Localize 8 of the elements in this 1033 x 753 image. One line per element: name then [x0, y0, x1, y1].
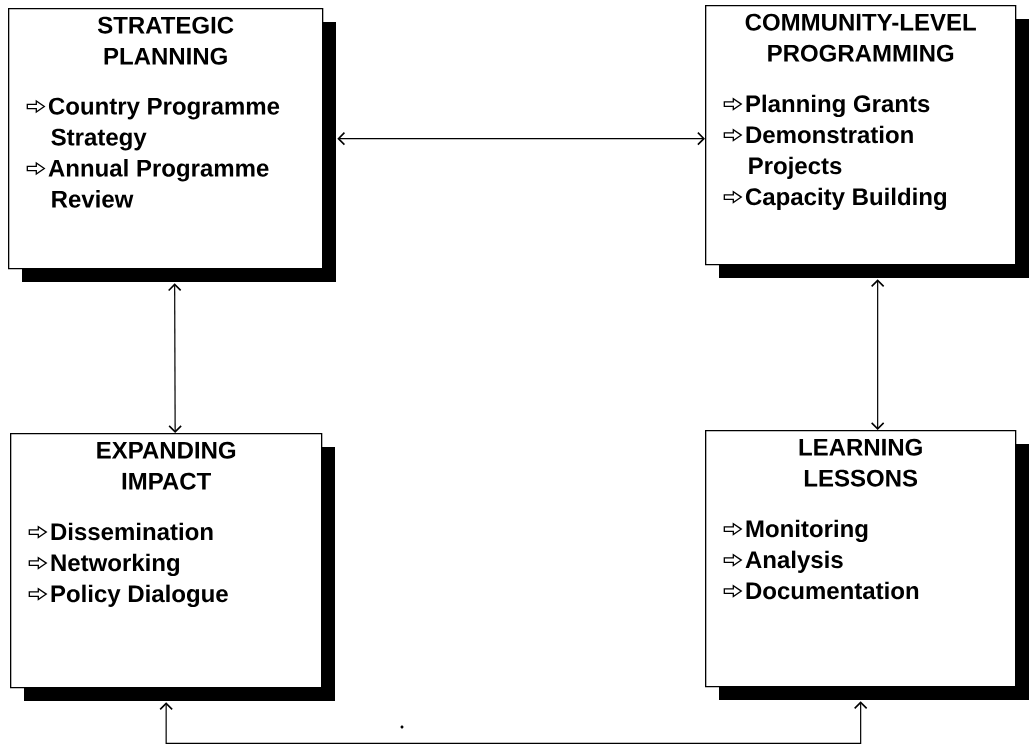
process-box: EXPANDING IMPACT Dissemination Networking Policy Dialogue — [10, 433, 335, 701]
double-arrow — [159, 701, 868, 744]
double-arrow — [337, 131, 705, 146]
double-arrow — [870, 279, 885, 430]
process-box: COMMUNITY-LEVEL PROGRAMMING Planning Grants Demonstration Projects Capacity Building — [705, 5, 1029, 278]
double-arrow — [167, 283, 182, 433]
process-box: LEARNING LESSONS Monitoring Analysis Documentation — [705, 430, 1029, 700]
process-box: STRATEGIC PLANNING Country Programme Strategy Annual Programme Review — [8, 8, 336, 282]
